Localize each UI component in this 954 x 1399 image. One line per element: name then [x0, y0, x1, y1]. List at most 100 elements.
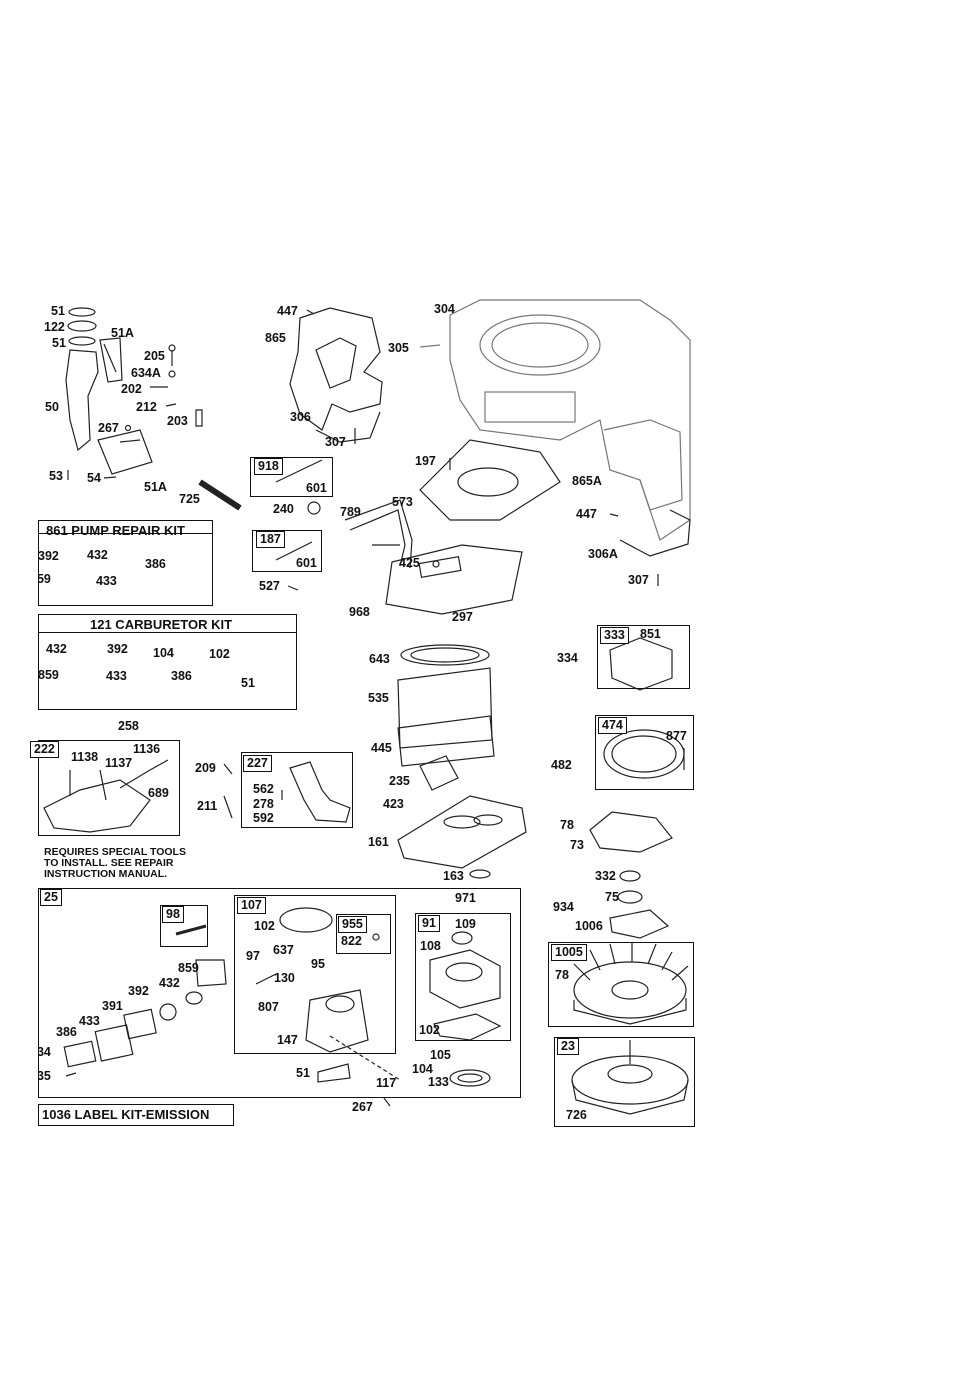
part-label: 305: [388, 341, 409, 355]
frame-187: [252, 530, 322, 572]
part-label: 102: [419, 1023, 440, 1037]
part-label: 433: [106, 669, 127, 683]
part-label: 634A: [131, 366, 161, 380]
carburetor-drawing: [63, 907, 491, 1107]
part-label: 267: [98, 421, 119, 435]
part-label: 1138: [71, 750, 99, 764]
part-label: 637: [273, 943, 294, 957]
part-label: 211: [197, 799, 218, 813]
box-parts-drawing: [275, 459, 323, 591]
box-number-474: 474: [598, 717, 627, 734]
part-label: 859: [178, 961, 199, 975]
frame-955: [336, 914, 391, 954]
part-label: 147: [277, 1033, 298, 1047]
frame-227: [241, 752, 353, 828]
part-label: 425: [399, 556, 420, 570]
part-label: 859: [38, 668, 59, 682]
part-label: 78: [555, 968, 569, 982]
box-number-822: 822: [338, 934, 365, 951]
part-label: 117: [376, 1076, 397, 1090]
box-number-1005: 1005: [551, 944, 587, 961]
flywheel-drawing: [573, 942, 689, 1025]
part-label: 643: [369, 652, 390, 666]
part-label: 75: [605, 890, 619, 904]
frame-23: [554, 1037, 695, 1127]
part-label: 51: [241, 676, 255, 690]
part-label: 423: [383, 797, 404, 811]
part-label: 432: [159, 976, 180, 990]
part-label: 433: [96, 574, 117, 588]
frame-91: [415, 913, 511, 1041]
fuel-pump-drawing: [65, 307, 242, 511]
part-label: 51A: [111, 326, 134, 340]
part-label: 102: [254, 919, 275, 933]
part-label: 432: [87, 548, 108, 562]
part-label: 601: [306, 481, 327, 495]
part-label: 332: [595, 869, 616, 883]
part-label: 934: [553, 900, 574, 914]
part-label: 592: [253, 811, 274, 825]
box-number-955: 955: [338, 916, 367, 933]
engine-block-drawing: [419, 299, 691, 541]
frame-107: [234, 895, 396, 1054]
part-label: 212: [136, 400, 157, 414]
part-label: 851: [640, 627, 661, 641]
part-label: 209: [195, 761, 216, 775]
part-label: 51: [296, 1066, 310, 1080]
part-label: 573: [392, 495, 413, 509]
part-label: 159: [30, 572, 51, 586]
base-plate-drawing: [419, 439, 561, 521]
part-label: 789: [340, 505, 361, 519]
part-label: 130: [274, 971, 295, 985]
part-label: 445: [371, 741, 392, 755]
pump-repair-kit-title: 861 PUMP REPAIR KIT: [46, 523, 185, 538]
part-label: 102: [209, 647, 230, 661]
part-label: 865A: [572, 474, 602, 488]
frame-333: [597, 625, 690, 689]
part-label: 307: [325, 435, 346, 449]
part-label: 54: [87, 471, 101, 485]
frame-222: [38, 740, 180, 836]
frame-carburetor-kit: [38, 614, 297, 710]
part-label: 726: [566, 1108, 587, 1122]
part-label: 391: [102, 999, 123, 1013]
part-label: 392: [38, 549, 59, 563]
frame-98: [160, 905, 208, 947]
part-label: 97: [246, 949, 260, 963]
special-tools-note: REQUIRES SPECIAL TOOLS TO INSTALL. SEE R…: [44, 846, 186, 880]
part-label: 161: [368, 835, 389, 849]
part-label: 104: [153, 646, 174, 660]
part-label: 877: [666, 729, 687, 743]
part-label: 95: [311, 957, 325, 971]
part-label: 725: [179, 492, 200, 506]
frame-918: [250, 457, 333, 497]
part-label: 51: [51, 304, 65, 318]
part-label: 203: [167, 414, 188, 428]
part-label: 202: [121, 382, 142, 396]
part-label: 527: [259, 579, 280, 593]
part-label: 392: [128, 984, 149, 998]
box-number-918: 918: [254, 458, 283, 475]
box-number-98: 98: [162, 906, 184, 923]
part-label: 53: [49, 469, 63, 483]
part-label: 392: [107, 642, 128, 656]
part-label: 133: [428, 1075, 449, 1089]
frame-label-kit: [38, 1104, 234, 1126]
part-label: 334: [557, 651, 578, 665]
part-label: 968: [349, 605, 370, 619]
part-label: 386: [171, 669, 192, 683]
part-label: 278: [253, 797, 274, 811]
part-label: 197: [415, 454, 436, 468]
carb-kit-divider: [38, 632, 297, 633]
part-label: 235: [389, 774, 410, 788]
part-label: 689: [148, 786, 169, 800]
box-number-227: 227: [243, 755, 272, 772]
blower-housing-drawing: [289, 307, 383, 444]
box-number-222: 222: [30, 741, 59, 758]
air-cleaner-drawing: [385, 544, 527, 879]
part-label: 240: [273, 502, 294, 516]
part-label: 865: [265, 331, 286, 345]
part-label: 78: [560, 818, 574, 832]
ignition-drawing: [589, 637, 685, 939]
